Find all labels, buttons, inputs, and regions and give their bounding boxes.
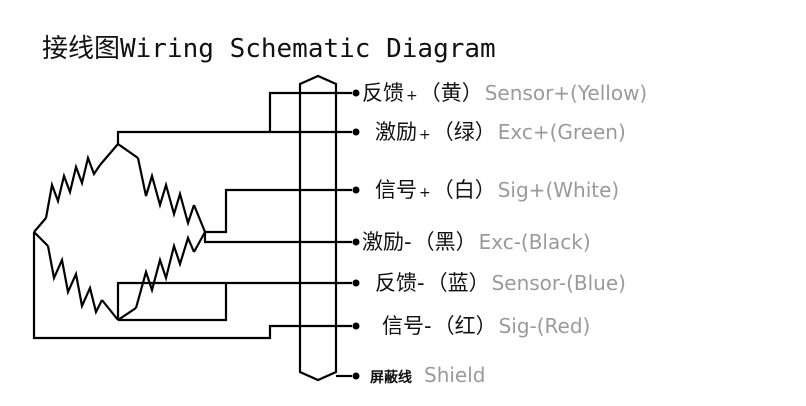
terminal-dot: [352, 128, 360, 136]
cable-sleeve: [298, 74, 338, 382]
wheatstone-bridge: [33, 143, 207, 321]
wire-label-sig-minus: 信号-（红）Sig-(Red): [382, 314, 590, 338]
wire-label-exc-minus: 激励-（黑）Exc-(Black): [362, 230, 591, 254]
wire-label-exc-plus: 激励+（绿）Exc+(Green): [375, 120, 626, 144]
diagram-title: 接线图Wiring Schematic Diagram: [42, 34, 496, 64]
wire-labels: 反馈+（黄）Sensor+(Yellow) 激励+（绿）Exc+(Green) …: [362, 81, 647, 387]
terminal-dot: [352, 89, 360, 97]
wire-label-sensor-minus: 反馈-（蓝）Sensor-(Blue): [375, 271, 626, 295]
terminal-dots: [336, 89, 360, 380]
terminal-dot: [352, 322, 360, 330]
wire-label-sensor-plus: 反馈+（黄）Sensor+(Yellow): [362, 81, 647, 105]
terminal-dot: [352, 186, 360, 194]
wire-routes: [32, 91, 352, 340]
wire-label-sig-plus: 信号+（白）Sig+(White): [375, 178, 619, 202]
terminal-dot: [352, 238, 360, 246]
terminal-dot: [352, 279, 360, 287]
terminal-dot: [352, 372, 360, 380]
